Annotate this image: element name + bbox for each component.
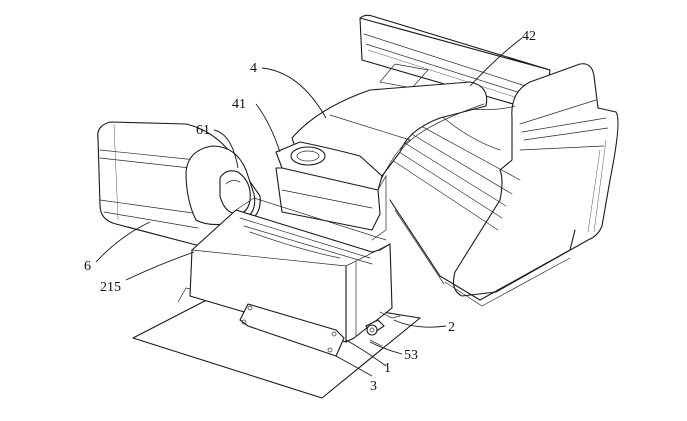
label-1: 1 <box>384 361 391 376</box>
leader-lines <box>95 37 523 377</box>
support-column <box>189 197 401 357</box>
label-42: 42 <box>522 29 536 44</box>
label-41: 41 <box>232 97 246 112</box>
label-3: 3 <box>370 379 377 394</box>
label-2: 2 <box>448 320 455 335</box>
reference-labels: 4 41 42 61 6 215 2 53 1 3 <box>84 29 536 394</box>
label-61: 61 <box>196 123 210 138</box>
label-4: 4 <box>250 61 257 76</box>
seat-right <box>359 14 619 307</box>
label-215: 215 <box>100 280 121 295</box>
upper-cover <box>275 81 488 241</box>
label-53: 53 <box>404 348 418 363</box>
label-6: 6 <box>84 259 91 274</box>
